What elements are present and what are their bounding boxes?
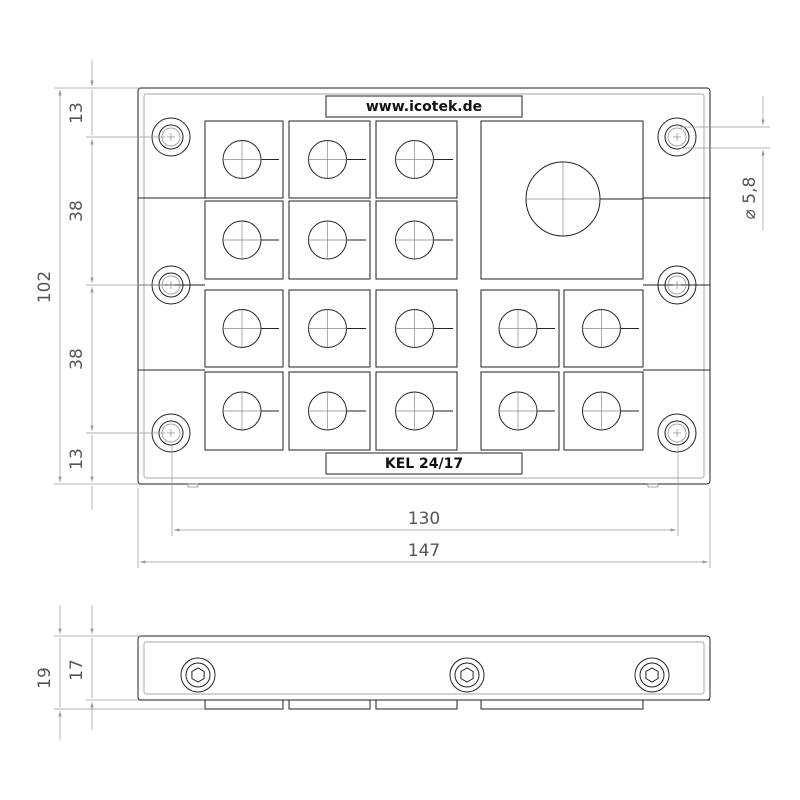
model-label: KEL 24/17 [385, 456, 463, 472]
grommet-cell-outline [375, 289, 458, 368]
grommet-cell [563, 371, 644, 451]
screw-head-inner [639, 662, 665, 688]
mounting-hole-inner [664, 420, 690, 446]
grommet-cell [288, 371, 371, 451]
grommet-cell-outline [204, 289, 284, 368]
brand-label-plate [325, 95, 523, 118]
hex-socket-icon [645, 667, 659, 683]
foot [647, 483, 659, 488]
screw-head-outer [634, 657, 670, 693]
grommet-cell-outline [375, 200, 458, 280]
grommet-cell-outline [563, 371, 644, 451]
mounting-hole [657, 413, 697, 453]
grommet-cell-outline [480, 289, 560, 368]
dim-side-total: 19 [35, 667, 55, 689]
mounting-hole-outer [657, 413, 697, 453]
side-view: 19 17 [35, 605, 711, 740]
dim-lower-row: 38 [67, 348, 87, 370]
dim-total-height: 102 [35, 271, 55, 303]
grommet-cell-outline [204, 120, 284, 199]
mounting-hole-bore [667, 127, 687, 147]
grommet-cell [480, 371, 560, 451]
side-grommet-bottom [375, 699, 458, 710]
dim-bottom-margin: 13 [67, 448, 87, 470]
grommet-cell [480, 289, 560, 368]
mounting-hole-outer [657, 265, 697, 305]
dim-side-body: 17 [67, 659, 87, 681]
side-body-inner-edge [143, 641, 705, 695]
brand-label: www.icotek.de [366, 99, 482, 115]
grommet-cell-outline [288, 200, 371, 280]
mounting-hole [657, 117, 697, 157]
grommet-cell [204, 200, 284, 280]
grommet-cell-outline [288, 289, 371, 368]
foot [187, 483, 199, 488]
front-view: www.icotek.de KEL 24/17 [137, 87, 711, 488]
grommet-cell [375, 200, 458, 280]
mounting-hole-inner [664, 272, 690, 298]
side-grommet-bottom [204, 699, 284, 710]
grommet-cell [375, 289, 458, 368]
grommet-cell [204, 120, 284, 199]
grommet-cell-outline [563, 289, 644, 368]
mounting-hole [657, 265, 697, 305]
grommet-cell [375, 371, 458, 451]
grommet-cell-outline [204, 371, 284, 451]
screw-head-outer [180, 657, 216, 693]
bottom-dimensions: 130 147 [137, 445, 711, 568]
mounting-hole-bore [667, 275, 687, 295]
dim-upper-row: 38 [67, 200, 87, 222]
grommet-cell [288, 200, 371, 280]
mounting-hole-bore [667, 423, 687, 443]
frame-inner-edge [143, 93, 705, 479]
grommet-cell-outline [204, 200, 284, 280]
grommet-cell-outline [480, 371, 560, 451]
left-dimensions: 13 38 102 38 13 [35, 60, 165, 510]
right-dimensions: ⌀ 5,8 [680, 96, 770, 230]
grommet-cell [288, 120, 371, 199]
screw-head-outer [449, 657, 485, 693]
screw [180, 657, 216, 693]
dim-top-margin: 13 [67, 102, 87, 124]
side-grommet-bottom [480, 699, 644, 710]
grommet-cell [204, 289, 284, 368]
dim-total-width: 147 [408, 541, 440, 561]
mounting-holes [151, 117, 697, 453]
grommet-cells [204, 120, 644, 451]
side-grommet-bottom [288, 699, 371, 710]
dim-hole-diameter: ⌀ 5,8 [740, 177, 760, 220]
screw [449, 657, 485, 693]
dim-hole-spacing: 130 [408, 509, 440, 529]
side-body-outline [137, 635, 711, 701]
screw-head-inner [185, 662, 211, 688]
grommet-cell [375, 120, 458, 199]
mounting-hole-outer [657, 117, 697, 157]
grommet-cell-outline [375, 120, 458, 199]
large-grommet [480, 120, 644, 280]
grommet-cell-outline [375, 371, 458, 451]
grommet-cell-outline [288, 120, 371, 199]
large-grommet-cell [480, 120, 644, 280]
grommet-cell [563, 289, 644, 368]
mounting-hole-inner [664, 124, 690, 150]
frame-outline [137, 87, 711, 485]
grommet-cell-outline [288, 371, 371, 451]
grommet-cell [204, 371, 284, 451]
hex-socket-icon [460, 667, 474, 683]
grommet-cell [288, 289, 371, 368]
side-screws [180, 657, 670, 693]
screw-head-inner [454, 662, 480, 688]
screw [634, 657, 670, 693]
model-label-plate [325, 452, 523, 475]
hex-socket-icon [191, 667, 205, 683]
